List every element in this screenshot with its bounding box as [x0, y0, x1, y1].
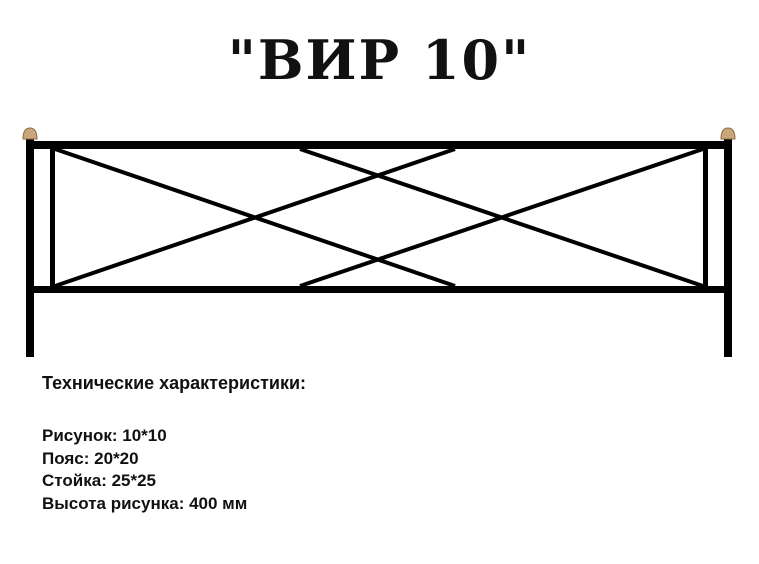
- spec-label: Пояс: [42, 448, 84, 468]
- spec-row-pattern: Рисунок: 10*10: [42, 426, 167, 445]
- spec-label: Высота рисунка: [42, 493, 179, 513]
- inner-right-frame: [703, 149, 708, 286]
- specs-block: Технические характеристики: Рисунок: 10*…: [42, 372, 306, 515]
- product-title: "ВИР 10": [227, 28, 532, 92]
- inner-left-frame: [50, 149, 55, 286]
- left-post-cap: [22, 127, 38, 140]
- left-post: [26, 137, 34, 357]
- right-post-cap: [720, 127, 736, 140]
- spec-value: 400 мм: [189, 493, 248, 513]
- spec-row-post: Стойка: 25*25: [42, 471, 157, 490]
- spec-value: 25*25: [111, 471, 157, 490]
- top-rail: [34, 141, 724, 149]
- spec-value: 20*20: [94, 448, 139, 468]
- spec-label: Рисунок: [42, 426, 112, 445]
- specs-heading: Технические характеристики:: [42, 373, 307, 393]
- diagonal-pattern: [54, 147, 704, 288]
- spec-label: Стойка: [42, 471, 102, 490]
- bottom-rail: [34, 286, 724, 293]
- spec-row-height: Высота рисунка: 400 мм: [42, 493, 248, 513]
- spec-row-belt: Пояс: 20*20: [42, 448, 139, 468]
- spec-value: 10*10: [122, 426, 167, 445]
- right-post: [724, 137, 732, 357]
